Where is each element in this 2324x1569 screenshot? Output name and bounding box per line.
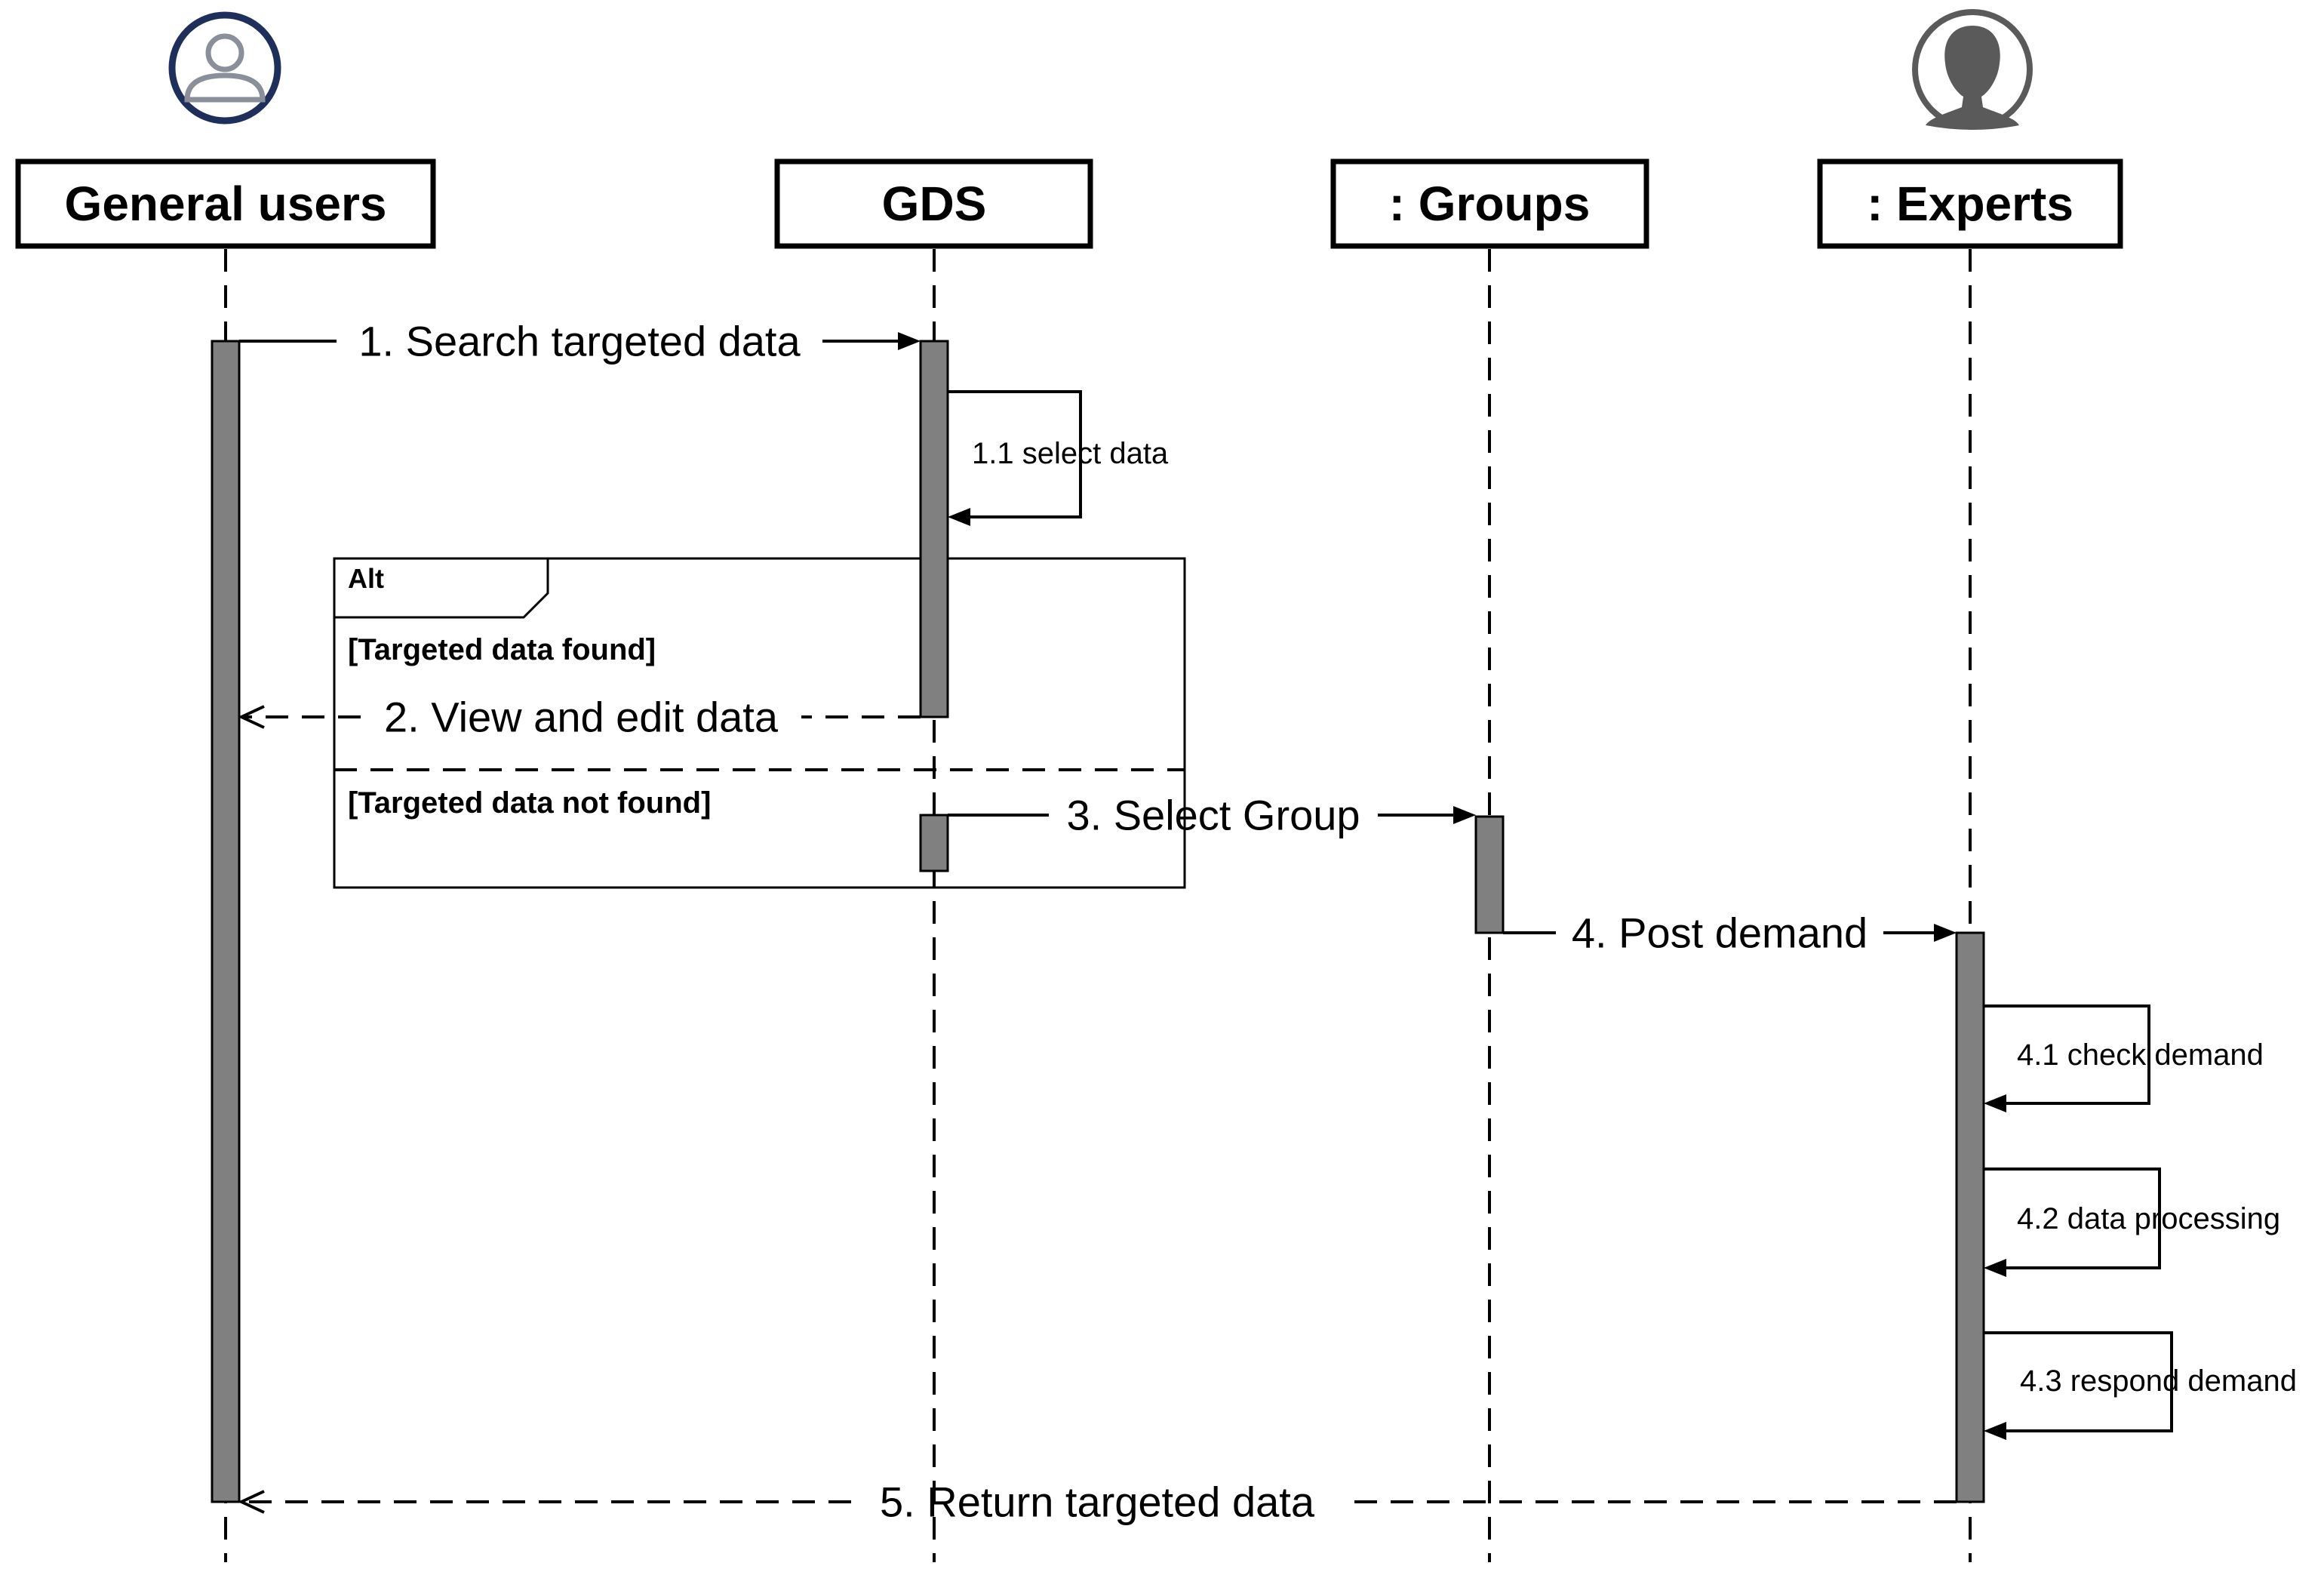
message-1: 1. Search targeted data — [239, 318, 921, 365]
message-4: 4. Post demand — [1503, 909, 1957, 957]
message-5: 5. Return targeted data — [238, 1478, 1957, 1526]
participant-experts: : Experts — [1817, 158, 2123, 249]
arrowhead-open-icon — [238, 705, 265, 729]
message-label: 1.1 select data — [972, 437, 1169, 470]
arrowhead-filled-icon — [1984, 1422, 2006, 1440]
participant-label: GDS — [882, 177, 987, 231]
alt-operator: Alt — [348, 563, 384, 594]
activation-gds-2 — [919, 814, 949, 872]
message-label: 4.1 check demand — [2017, 1038, 2264, 1072]
message-label: 1. Search targeted data — [358, 318, 801, 365]
message-2: 2. View and edit data — [238, 694, 921, 741]
message-label: 4.2 data processing — [2017, 1202, 2280, 1235]
message-label: 3. Select Group — [1066, 792, 1360, 839]
participant-general-users: General users — [15, 158, 436, 249]
participant-gds: GDS — [774, 158, 1093, 249]
arrowhead-filled-icon — [1984, 1094, 2006, 1112]
message-4-1: 4.1 check demand — [1984, 1004, 2264, 1112]
arrowhead-open-icon — [238, 1490, 265, 1514]
participant-label: General users — [65, 177, 387, 231]
participant-label: : Groups — [1389, 177, 1591, 231]
activation-experts — [1955, 931, 1985, 1503]
user-circle-icon — [168, 11, 281, 125]
guard-found: [Targeted data found] — [348, 633, 656, 666]
message-label: 2. View and edit data — [384, 694, 779, 741]
message-label: 5. Return targeted data — [880, 1478, 1315, 1526]
arrowhead-filled-icon — [948, 508, 970, 526]
arrowhead-filled-icon — [898, 332, 921, 350]
message-label: 4. Post demand — [1572, 909, 1868, 957]
activation-groups — [1474, 815, 1505, 934]
alt-frame: Alt [Targeted data found] [Targeted data… — [333, 557, 1186, 889]
arrowhead-filled-icon — [1934, 924, 1957, 942]
participant-label: : Experts — [1867, 177, 2073, 231]
activation-general-users — [211, 340, 241, 1503]
activation-gds-1 — [919, 340, 949, 718]
message-3: 3. Select Group — [948, 792, 1476, 839]
participant-groups: : Groups — [1330, 158, 1649, 249]
message-1-1: 1.1 select data — [948, 390, 1169, 526]
guard-not-found: [Targeted data not found] — [348, 786, 711, 820]
message-4-3: 4.3 respond demand — [1984, 1331, 2297, 1440]
arrowhead-filled-icon — [1984, 1259, 2006, 1277]
arrowhead-filled-icon — [1453, 806, 1476, 824]
expert-silhouette-icon — [1912, 9, 2033, 130]
message-4-2: 4.2 data processing — [1984, 1168, 2280, 1277]
message-label: 4.3 respond demand — [2020, 1364, 2297, 1398]
